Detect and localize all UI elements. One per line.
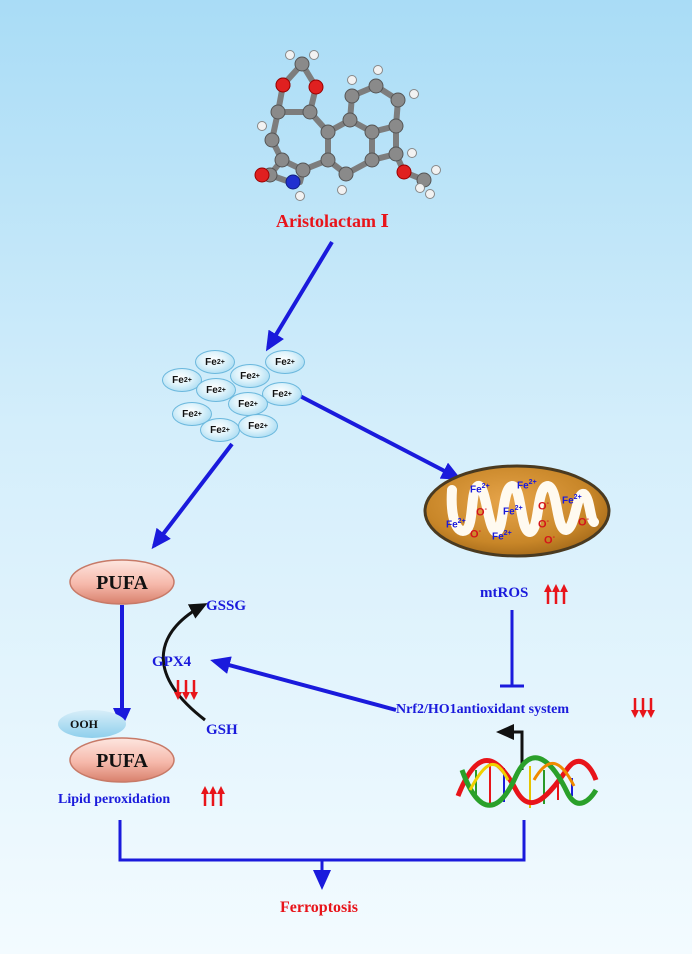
dna-strand-a xyxy=(455,758,599,806)
indicator-arrow-head xyxy=(631,710,639,718)
indicator-arrow-head xyxy=(544,584,552,592)
indicator-arrow-head xyxy=(639,710,647,718)
indicator-arrow-head xyxy=(174,692,182,700)
lipid-peroxidation-label: Lipid peroxidation xyxy=(58,792,171,807)
indicator-arrow-head xyxy=(647,710,655,718)
arrow-molecule-to-iron xyxy=(265,240,334,352)
dna-strand-c xyxy=(468,762,510,791)
pufa-ellipse xyxy=(69,559,175,605)
indicator-mtros xyxy=(544,584,568,604)
arrow-gsh-to-gssg xyxy=(161,603,208,722)
mito-superoxide: O- xyxy=(578,516,589,529)
gsh-label: GSH xyxy=(206,722,238,738)
arrow-iron-to-pufa xyxy=(151,442,234,550)
indicator-arrow-head xyxy=(217,786,225,794)
ferroptosis-label: Ferroptosis xyxy=(280,899,358,916)
indicator-arrow-head xyxy=(560,584,568,592)
molecule-name: Aristolactam Ⅰ xyxy=(276,211,389,231)
mito-superoxide: O- xyxy=(476,506,487,519)
pufa-oxidized-label: PUFA xyxy=(96,750,148,772)
indicator-arrow-head xyxy=(201,786,209,794)
mito-superoxide: O- xyxy=(470,528,481,541)
gssg-label: GSSG xyxy=(206,598,247,614)
indicator-arrow-head xyxy=(190,692,198,700)
mtros-label: mtROS xyxy=(480,585,529,601)
mito-iron-ion: Fe2+ xyxy=(470,483,490,496)
dna-strand-d xyxy=(532,761,576,787)
mito-iron-ion: Fe2+ xyxy=(562,494,582,507)
arrow-dna-to-nrf2 xyxy=(496,724,524,770)
arrow-iron-to-mitochondria xyxy=(297,393,462,480)
dna-strand-b xyxy=(459,755,599,808)
indicator-arrow-head xyxy=(182,692,190,700)
mito-superoxide: O- xyxy=(538,500,549,513)
indicator-gpx4 xyxy=(174,680,198,700)
ooh-ellipse xyxy=(58,710,126,738)
mito-iron-ion: Fe2+ xyxy=(492,530,512,543)
indicator-nrf2 xyxy=(631,698,655,718)
mito-superoxide: O- xyxy=(538,518,549,531)
arrow-nrf2-to-gpx4 xyxy=(210,656,397,712)
indicator-arrow-head xyxy=(209,786,217,794)
pufa-label: PUFA xyxy=(96,572,148,594)
indicator-arrow-head xyxy=(552,584,560,592)
nrf2-label: Nrf2/HO1antioxidant system xyxy=(396,702,570,717)
mito-iron-ion: Fe2+ xyxy=(503,505,523,518)
mito-superoxide: O- xyxy=(544,534,555,547)
mito-iron-ion: Fe2+ xyxy=(446,518,466,531)
ooh-label: OOH xyxy=(70,717,99,731)
mito-iron-ion: Fe2+ xyxy=(517,479,537,492)
indicator-lipid-peroxidation xyxy=(201,786,225,806)
pufa-oxidized-ellipse xyxy=(69,737,175,783)
gpx4-label: GPX4 xyxy=(152,654,192,670)
